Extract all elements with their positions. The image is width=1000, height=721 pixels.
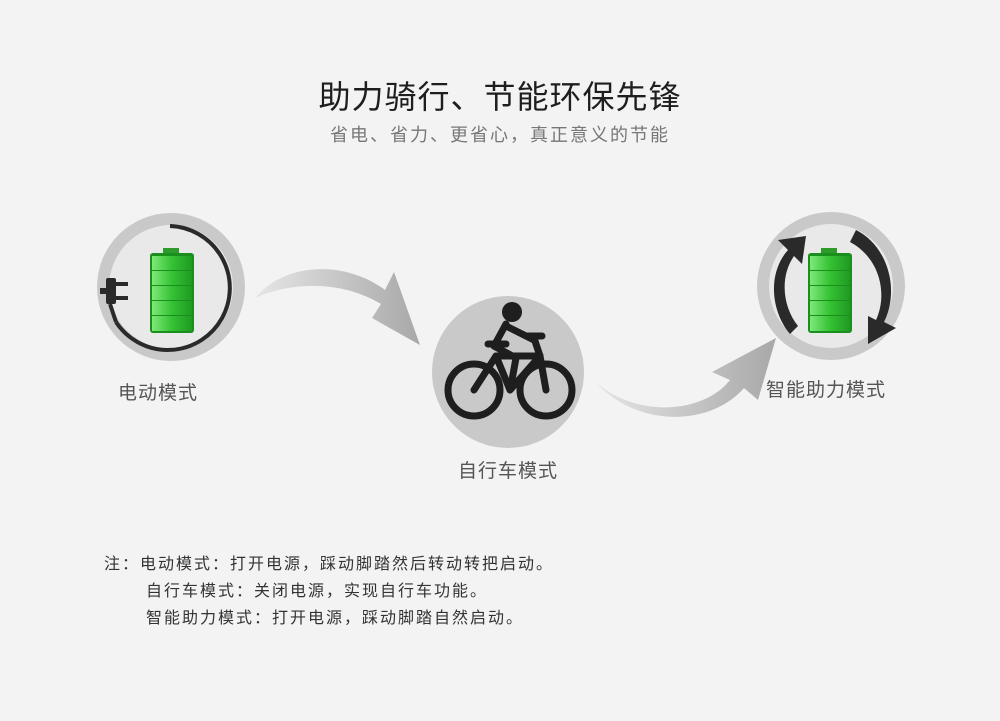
bicycle-mode-icon [432, 296, 584, 448]
page-subtitle: 省电、省力、更省心，真正意义的节能 [330, 125, 670, 146]
arrow-right-up-icon [595, 338, 776, 417]
note-line-bicycle: 自行车模式：关闭电源，实现自行车功能。 [146, 581, 489, 600]
assist-mode-icon [757, 212, 905, 360]
page-title: 助力骑行、节能环保先锋 [318, 78, 682, 116]
cable-arc-icon [114, 224, 232, 352]
note-line-assist: 智能助力模式：打开电源，踩动脚踏自然启动。 [146, 608, 525, 627]
battery-icon [808, 248, 852, 333]
electric-mode-icon [97, 213, 245, 361]
electric-mode-label: 电动模式 [118, 382, 199, 404]
note-line-electric: 注：电动模式：打开电源，踩动脚踏然后转动转把启动。 [104, 554, 555, 573]
refresh-arrows-icon [773, 230, 896, 344]
arrow-right-down-icon [255, 269, 420, 345]
bicycle-mode-label: 自行车模式 [458, 460, 559, 482]
assist-mode-label: 智能助力模式 [766, 379, 887, 401]
battery-icon [150, 248, 194, 333]
plug-icon [100, 278, 128, 323]
cyclist-icon [444, 320, 576, 420]
